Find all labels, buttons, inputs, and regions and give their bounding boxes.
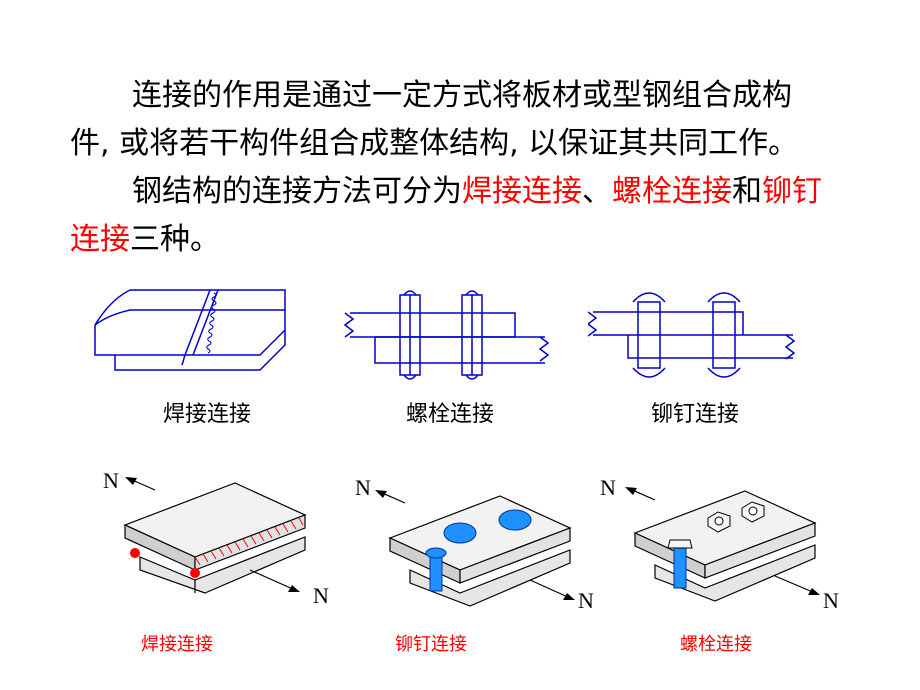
caption-rivet: 铆钉连接 [650, 402, 739, 427]
intro-sentence-1: 连接的作用是通过一定方式将板材或型钢组合成构件, 或将若干构件组合成整体结构, … [70, 78, 799, 161]
methods-tail: 三种。 [130, 222, 220, 257]
caption-weld: 焊接连接 [162, 402, 251, 427]
force-label-n-1: N [103, 468, 119, 493]
weld-joint-diagram [94, 289, 286, 371]
method-bolt: 螺栓连接 [612, 174, 732, 209]
rivet-joint-diagram [588, 292, 796, 378]
methods-lead: 钢结构的连接方法可分为 [132, 174, 462, 209]
method-weld: 焊接连接 [462, 174, 582, 209]
force-label-n-4: N [578, 588, 594, 613]
sep-1: 、 [582, 174, 612, 209]
intro-paragraph-1: 连接的作用是通过一定方式将板材或型钢组合成构件, 或将若干构件组合成整体结构, … [70, 72, 830, 168]
bolt-joint-3d [625, 487, 820, 602]
method-rivet: 铆钉连接 [70, 174, 822, 257]
weld-joint-3d [123, 477, 307, 594]
force-label-n-6: N [823, 588, 839, 613]
force-label-n-2: N [313, 583, 329, 608]
caption-bottom-bolt: 螺栓连接 [680, 634, 752, 655]
bolt-joint-diagram [343, 290, 550, 380]
caption-bottom-rivet: 铆钉连接 [395, 634, 467, 655]
intro-paragraph-2: 钢结构的连接方法可分为焊接连接、螺栓连接和铆钉连接三种。 [70, 168, 830, 264]
force-label-n-3: N [355, 475, 371, 500]
caption-bolt: 螺栓连接 [405, 402, 494, 427]
caption-bottom-weld: 焊接连接 [141, 634, 213, 655]
rivet-joint-3d [375, 490, 575, 607]
sep-2: 和 [732, 174, 762, 209]
force-label-n-5: N [600, 475, 616, 500]
